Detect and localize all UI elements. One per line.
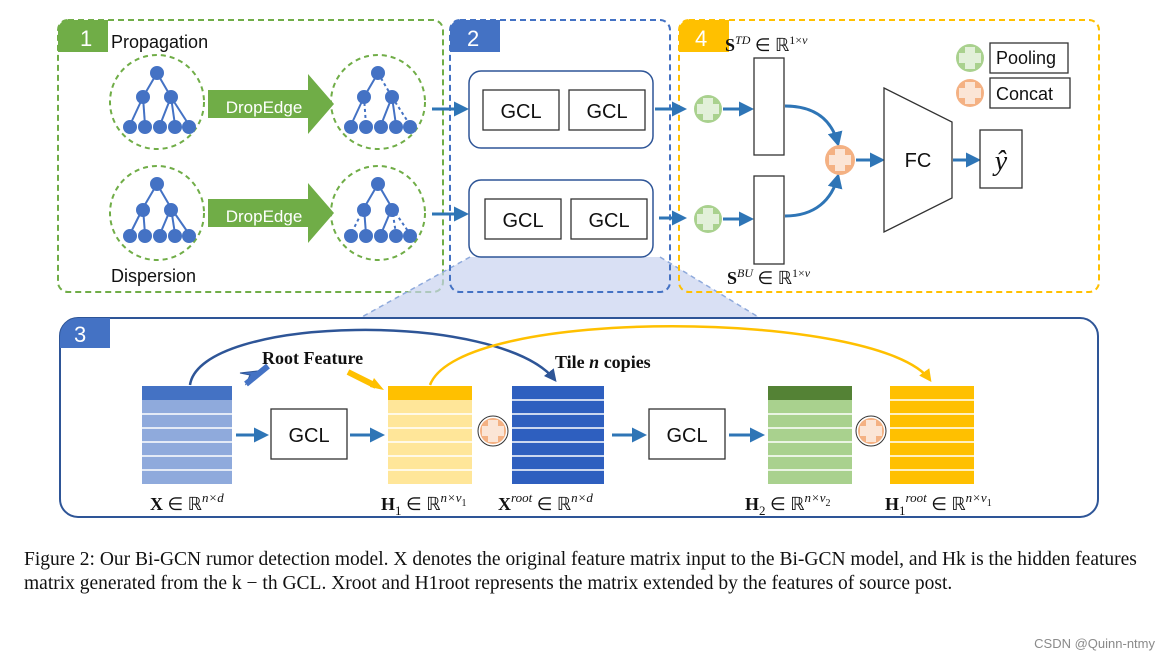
s-bu-label: SBU ∈ ℝ1×v	[727, 266, 811, 288]
panel-2-badge	[450, 20, 500, 52]
gcl-h1-box	[270, 408, 348, 460]
concat-icon	[825, 145, 855, 175]
tile-copies-label: Tile n copies	[555, 352, 651, 372]
x-matrix-label: X ∈ ℝn×d	[150, 490, 224, 514]
s-td-label: STD ∈ ℝ1×v	[725, 33, 808, 55]
panel-4-badge	[679, 20, 729, 52]
panel-1: 1 Propagation Dispersion	[57, 19, 444, 293]
gcl-top-2: GCL	[586, 101, 627, 123]
panel-3-number: 3	[74, 322, 86, 347]
dropedge-arrow-top: DropEdge	[208, 74, 334, 134]
panel-2-number: 2	[467, 26, 479, 51]
h1-matrix-label: H1 ∈ ℝn×v1	[381, 490, 467, 518]
fc-label: FC	[905, 150, 932, 172]
legend-pooling: Pooling	[956, 42, 1069, 74]
pooling-icon-bottom	[694, 205, 722, 233]
tile-arrow-h1	[428, 325, 932, 386]
gcl-top-1: GCL	[500, 101, 541, 123]
panel-1-badge	[58, 20, 108, 52]
gcl-bottom-2: GCL	[588, 210, 629, 232]
dropedge-label-bottom: DropEdge	[226, 207, 303, 226]
tree-td-2	[344, 66, 417, 134]
tree-bu-2	[344, 177, 417, 243]
tree-bu-1	[123, 177, 196, 243]
legend-pooling-label: Pooling	[996, 48, 1056, 68]
concat-icon-h2	[855, 415, 887, 447]
root-feature-label: Root Feature	[262, 348, 363, 368]
panel-1-number: 1	[80, 26, 92, 51]
caption-text: Figure 2: Our Bi-GCN rumor detection mod…	[24, 549, 1137, 594]
dropedge-arrow-bottom: DropEdge	[208, 183, 334, 243]
tree-td-1	[123, 66, 196, 134]
y-hat-output	[979, 129, 1023, 189]
panel-4: 4 STD ∈ ℝ1×v SBU ∈ ℝ1×v FC ŷ	[655, 19, 1100, 293]
propagation-tree-original	[109, 54, 205, 150]
propagation-label: Propagation	[111, 32, 208, 52]
watermark: CSDN @Quinn-ntmy	[1034, 636, 1155, 651]
s-bu-vector	[753, 175, 785, 265]
h2-matrix-label: H2 ∈ ℝn×v2	[745, 490, 831, 518]
h1-root-matrix-label: H1root ∈ ℝn×v1	[885, 490, 992, 518]
dropedge-label-top: DropEdge	[226, 98, 303, 117]
tile-arrow-x	[188, 328, 557, 386]
panel-2: 2 GCL GCL GCL GCL	[359, 19, 761, 319]
panel-4-number: 4	[695, 26, 707, 51]
s-td-vector	[753, 57, 785, 156]
h2-matrix	[768, 386, 852, 484]
y-hat-label: ŷ	[992, 146, 1008, 177]
gcl-bottom-1: GCL	[502, 210, 543, 232]
h1-root-matrix	[890, 386, 974, 484]
gcl-h1-label: GCL	[288, 425, 329, 447]
legend-concat: Concat	[956, 77, 1071, 109]
concat-icon-h1	[477, 415, 509, 447]
figure-caption: Figure 2: Our Bi-GCN rumor detection mod…	[24, 548, 1149, 596]
zoom-wedge	[360, 257, 760, 318]
x-root-matrix-label: Xroot ∈ ℝn×d	[498, 490, 593, 514]
gcl-h2-label: GCL	[666, 425, 707, 447]
dispersion-tree-original	[109, 165, 205, 261]
x-matrix	[142, 386, 232, 484]
panel-3-badge	[60, 318, 110, 348]
panel-3: 3 GCL	[59, 317, 1099, 518]
h1-matrix	[388, 386, 472, 484]
fc-layer	[883, 86, 953, 234]
x-root-matrix	[512, 386, 604, 484]
gcl-h2-box	[648, 408, 726, 460]
root-feature-pointer-yellow	[346, 369, 378, 389]
dispersion-label: Dispersion	[111, 266, 196, 286]
pooling-icon-top	[694, 95, 722, 123]
legend-concat-label: Concat	[996, 84, 1053, 104]
